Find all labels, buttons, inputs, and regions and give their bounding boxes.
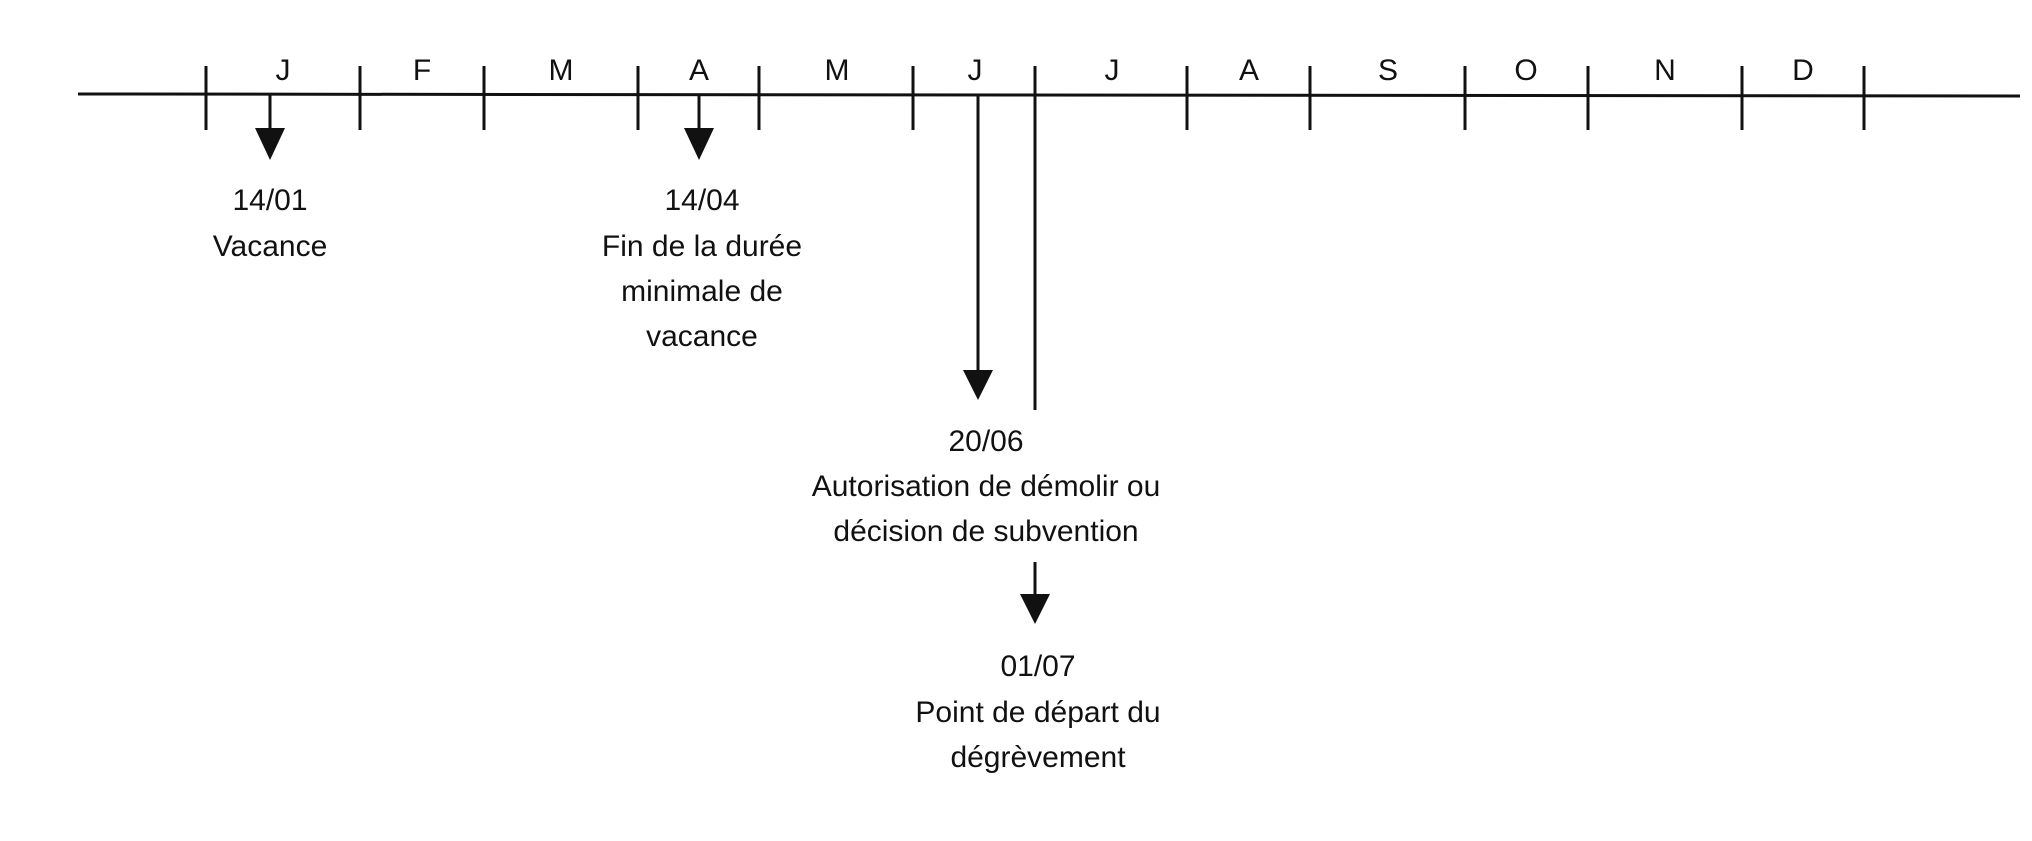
month-label: J: [1105, 54, 1120, 87]
event-date: 14/01: [232, 184, 307, 217]
month-ticks: [204, 66, 1866, 410]
event-marker-vacance: [255, 94, 285, 160]
event-description: Vacance: [213, 230, 328, 263]
month-label: M: [549, 54, 574, 87]
event-label-degrevement: 01/07 Point de départ du dégrèvement: [915, 650, 1160, 774]
event-marker-autorisation: [963, 94, 993, 400]
event-description: Point de départ du: [915, 696, 1160, 729]
month-label: O: [1514, 54, 1537, 87]
event-label-autorisation: 20/06 Autorisation de démolir ou décisio…: [812, 425, 1161, 548]
arrow-down-icon: [1020, 594, 1050, 624]
event-marker-degrevement: [1020, 562, 1050, 624]
arrow-down-icon: [255, 128, 285, 160]
month-label: M: [825, 54, 850, 87]
event-description: dégrèvement: [950, 741, 1126, 774]
event-description: vacance: [646, 320, 758, 353]
event-description: Fin de la durée: [602, 230, 802, 263]
arrow-down-icon: [684, 128, 714, 160]
event-label-fin-duree: 14/04 Fin de la durée minimale de vacanc…: [602, 184, 802, 353]
event-description: minimale de: [621, 275, 783, 308]
event-date: 20/06: [948, 425, 1023, 458]
month-labels: J F M A M J J A S O N D: [276, 54, 1814, 87]
month-label: N: [1654, 54, 1676, 87]
event-date: 14/04: [664, 184, 739, 217]
arrow-down-icon: [963, 370, 993, 400]
event-description: Autorisation de démolir ou: [812, 470, 1161, 503]
month-label: F: [413, 54, 431, 87]
event-description: décision de subvention: [833, 515, 1138, 548]
timeline-axis: [77, 92, 2021, 98]
month-label: J: [276, 54, 291, 87]
month-label: D: [1792, 54, 1814, 87]
month-label: S: [1378, 54, 1398, 87]
month-label: J: [968, 54, 983, 87]
month-label: A: [689, 54, 709, 87]
event-label-vacance: 14/01 Vacance: [213, 184, 328, 263]
event-date: 01/07: [1000, 650, 1075, 683]
event-marker-fin-duree: [684, 94, 714, 160]
month-label: A: [1239, 54, 1259, 87]
